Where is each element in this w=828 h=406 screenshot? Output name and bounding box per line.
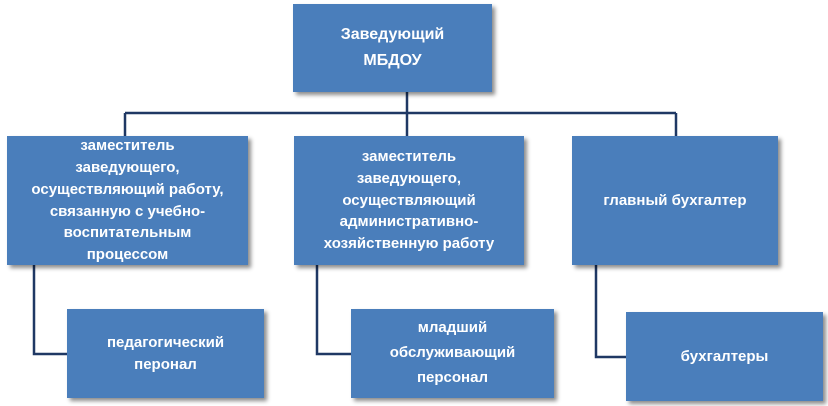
junior-staff-box: младший обслуживающий персонал <box>351 309 554 398</box>
deputy-admin-box: заместитель заведующего, осуществляющий … <box>294 136 524 265</box>
pedagogical-staff-box: педагогический перонал <box>67 309 264 398</box>
junior-staff-label: младший обслуживающий персонал <box>389 319 516 386</box>
chief-accountant-box: главный бухгалтер <box>572 136 778 265</box>
deputy-admin-label: заместитель заведующего, осуществляющий … <box>323 148 495 253</box>
chief-accountant-label: главный бухгалтер <box>603 191 747 209</box>
connector-dep1-to-ped <box>32 265 67 356</box>
pedagogical-staff-label: педагогический перонал <box>106 333 225 373</box>
accountants-box: бухгалтеры <box>626 312 823 401</box>
connector-chief-to-acc <box>594 265 626 359</box>
deputy-education-label: заместитель заведующего, осуществляющий … <box>31 137 224 263</box>
connector-dep2-to-junior <box>315 265 351 356</box>
deputy-education-box: заместитель заведующего, осуществляющий … <box>7 136 248 265</box>
accountants-label: бухгалтеры <box>680 347 769 365</box>
head-box: Заведующий МБДОУ <box>293 4 492 92</box>
head-label: Заведующий МБДОУ <box>340 26 445 69</box>
